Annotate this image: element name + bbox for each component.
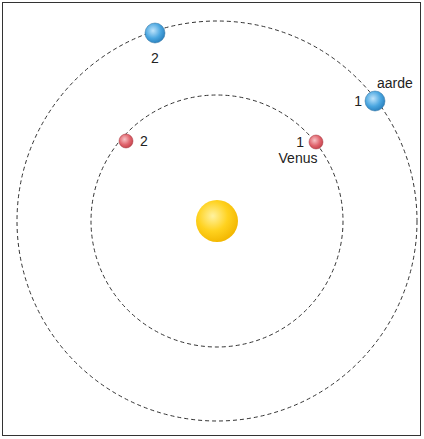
frame xyxy=(3,3,421,436)
venus-position-1 xyxy=(309,135,323,149)
planet-name: Venus xyxy=(279,150,318,166)
earth-number: 1 xyxy=(354,93,362,109)
earth-number: 2 xyxy=(151,50,159,66)
venus-number: 2 xyxy=(140,133,148,149)
earth-orbit xyxy=(17,21,417,421)
earth-position-1 xyxy=(365,91,385,111)
venus-orbit xyxy=(91,95,343,347)
venus-number: 1 xyxy=(296,134,304,150)
sun xyxy=(196,200,238,242)
planet-name: aarde xyxy=(377,75,413,91)
venus-position-2 xyxy=(119,134,133,148)
earth-position-2 xyxy=(145,23,165,43)
